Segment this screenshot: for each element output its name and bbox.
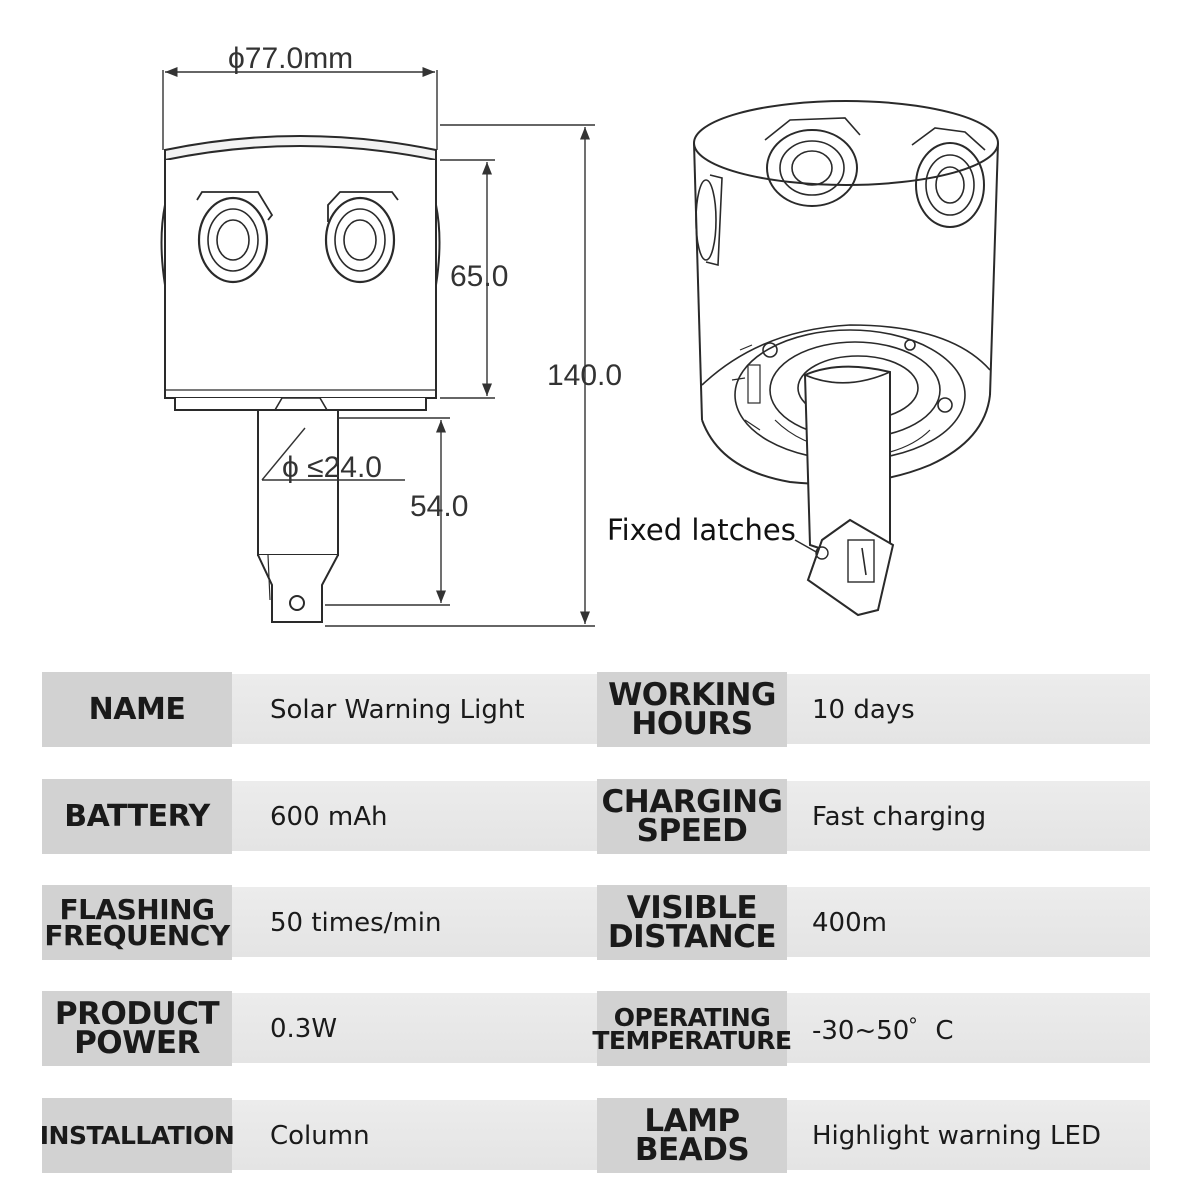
spec-value: 10 days	[812, 694, 915, 725]
spec-label-line: HOURS	[631, 705, 753, 742]
spec-value: 600 mAh	[270, 801, 388, 832]
dim-column-length: 54.0	[410, 490, 468, 523]
spec-label: BATTERY	[42, 779, 232, 854]
spec-label-line: WORKING	[608, 676, 776, 713]
spec-label-line: PRODUCT	[54, 995, 220, 1032]
spec-label-line: FREQUENCY	[44, 918, 230, 952]
dim-total-height: 140.0	[547, 359, 622, 392]
dim-column-diameter: ϕ ≤24.0	[282, 451, 382, 484]
dim-lamp-height: 65.0	[450, 260, 508, 293]
spec-label-text: INSTALLATION	[39, 1121, 235, 1150]
fixed-latches-callout: Fixed latches	[607, 513, 796, 547]
spec-value: 0.3W	[270, 1013, 338, 1044]
spec-label-line: CHARGING	[601, 783, 783, 820]
spec-label-line: FLASHING	[59, 892, 215, 926]
spec-label-text: BATTERY	[64, 798, 210, 834]
dimension-labels: ϕ77.0mm 65.0 140.0 ϕ ≤24.0 54.0	[228, 42, 622, 523]
spec-label-line: LAMP	[644, 1102, 740, 1139]
spec-label: NAME	[42, 672, 232, 747]
spec-label-line: INSTALLATION	[39, 1121, 235, 1150]
spec-value: Column	[270, 1120, 370, 1151]
spec-label-line: TEMPERATURE	[592, 1025, 792, 1055]
dim-diameter-top: ϕ77.0mm	[228, 42, 353, 75]
spec-value: 50 times/min	[270, 907, 442, 938]
iso-lens-left	[695, 174, 723, 267]
mounting-column	[257, 397, 339, 623]
front-view	[160, 135, 441, 623]
spec-label-line: NAME	[88, 691, 186, 727]
spec-label-text: NAME	[88, 691, 186, 727]
spec-value: Fast charging	[812, 801, 987, 832]
spec-label-line: BATTERY	[64, 798, 210, 834]
lens-left	[196, 191, 274, 284]
spec-value: Highlight warning LED	[812, 1120, 1101, 1151]
spec-value: 400m	[812, 907, 887, 938]
technical-drawing: ϕ77.0mm 65.0 140.0 ϕ ≤24.0 54.0	[160, 42, 999, 627]
iso-lens-front	[764, 117, 861, 207]
spec-label-line: OPERATING	[613, 1002, 771, 1032]
spec-value: Solar Warning Light	[270, 694, 525, 725]
spec-label-line: DISTANCE	[607, 918, 777, 955]
spec-value: -30~50゜C	[812, 1016, 954, 1046]
spec-label-line: SPEED	[636, 812, 748, 849]
spec-label-line: POWER	[74, 1024, 200, 1061]
spec-label-line: VISIBLE	[626, 889, 758, 926]
lens-right	[324, 191, 399, 284]
iso-lens-right	[911, 127, 986, 228]
iso-mounting-column	[803, 365, 895, 617]
dimension-lines	[162, 66, 595, 627]
isometric-view	[693, 100, 999, 617]
spec-label-line: BEADS	[634, 1131, 750, 1168]
spec-label: INSTALLATION	[39, 1098, 235, 1173]
